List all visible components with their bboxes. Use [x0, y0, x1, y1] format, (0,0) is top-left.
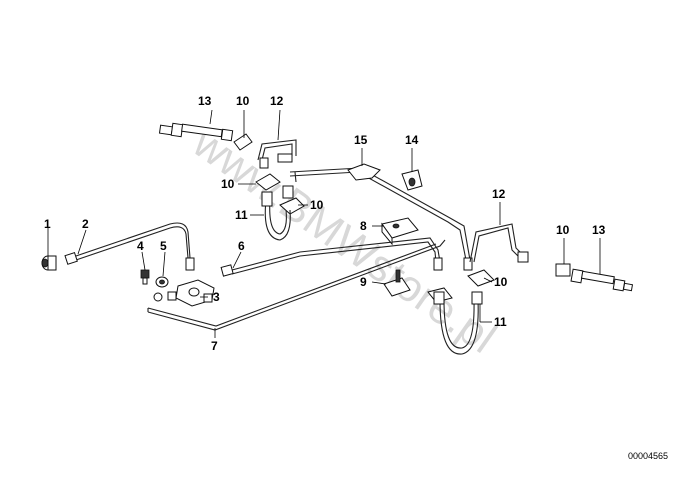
callout-10-middle-left: 10 [221, 177, 235, 191]
part-12-brake-line-left[interactable] [257, 139, 297, 169]
callout-9: 9 [360, 275, 367, 289]
callout-7: 7 [211, 339, 218, 353]
part-15-clip[interactable] [347, 163, 381, 181]
callout-11-left: 11 [235, 208, 248, 222]
callout-13-right: 13 [592, 223, 606, 237]
watermark: www.BMWstore.pl [183, 117, 504, 362]
callout-11-right: 11 [494, 315, 507, 329]
part-9-bracket[interactable] [383, 269, 411, 297]
brake-line-6[interactable] [220, 237, 443, 277]
callout-15: 15 [354, 133, 368, 147]
callout-10-upper-left: 10 [236, 94, 250, 108]
part-5-washer[interactable] [155, 276, 169, 288]
callout-1: 1 [44, 217, 51, 231]
part-8-clamp-block[interactable] [381, 217, 419, 246]
brake-line-middle[interactable] [289, 167, 473, 271]
callout-10-right: 10 [556, 223, 570, 237]
leader-lines [47, 109, 601, 338]
callout-4: 4 [137, 239, 144, 253]
part-12-brake-line-right[interactable] [469, 223, 529, 263]
callout-10-right-middle: 10 [494, 275, 508, 289]
callout-12-left: 12 [270, 94, 284, 108]
part-10-clip-upper-left[interactable] [233, 133, 253, 151]
diagram-number: 00004565 [628, 451, 668, 461]
part-13-brake-hose-right[interactable] [555, 263, 634, 292]
callout-8: 8 [360, 219, 367, 233]
callout-5: 5 [160, 239, 167, 253]
part-3-distributor[interactable] [167, 279, 215, 307]
line-2-end-fitting [185, 257, 195, 271]
brake-line-7[interactable] [147, 239, 446, 331]
part-2-fitting[interactable] [64, 252, 78, 265]
part-11-brake-hose-left[interactable] [261, 185, 294, 241]
callout-2: 2 [82, 217, 89, 231]
part-14-holder[interactable] [401, 169, 423, 191]
callout-13-left: 13 [198, 94, 212, 108]
callout-12-right: 12 [492, 187, 506, 201]
part-4-bolt[interactable] [140, 269, 150, 285]
part-1-cap[interactable] [41, 255, 57, 271]
part-11-brake-hose-right[interactable] [433, 291, 483, 355]
callout-14: 14 [405, 133, 419, 147]
callout-10-middle: 10 [310, 198, 324, 212]
part-13-brake-hose-left[interactable] [158, 122, 234, 142]
part-3-washer [153, 292, 163, 302]
callout-3: 3 [213, 290, 220, 304]
callout-6: 6 [238, 239, 245, 253]
brake-line-2[interactable] [75, 222, 191, 261]
